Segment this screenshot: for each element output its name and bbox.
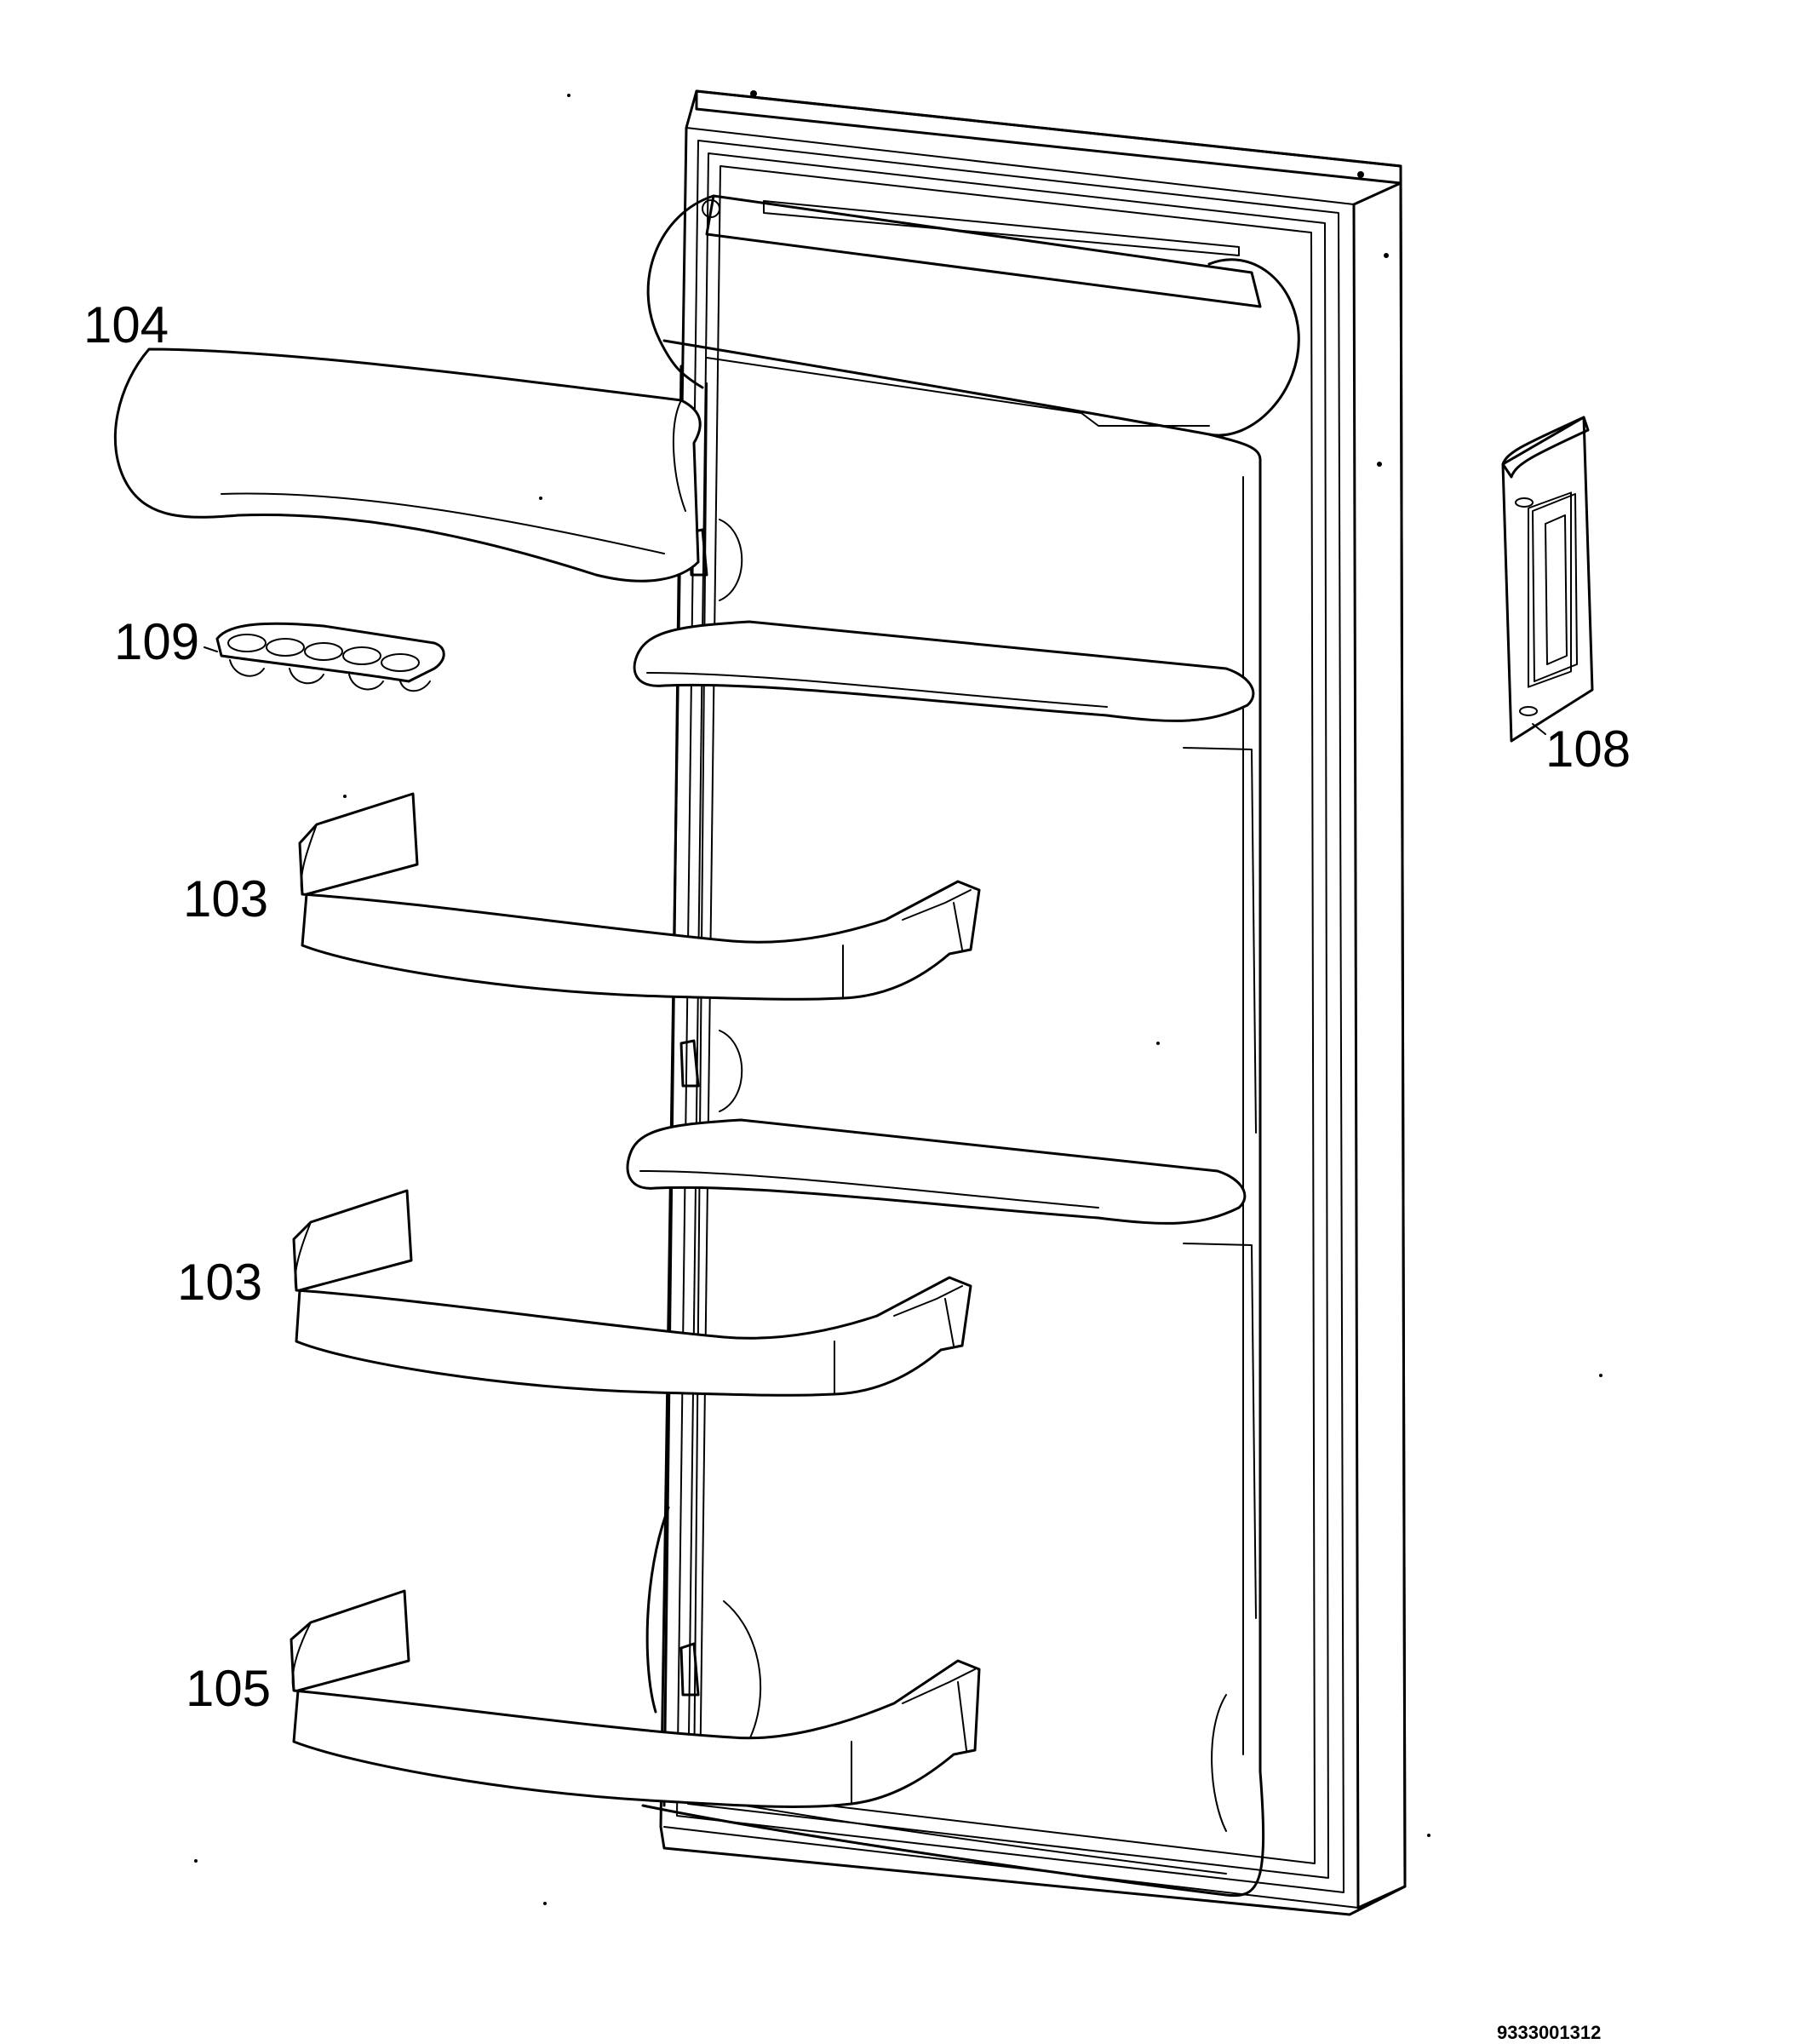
leader-108 (1532, 723, 1546, 735)
label-103-lower: 103 (177, 1254, 262, 1311)
drawing-number: 9333001312 (1497, 2022, 1601, 2043)
shelf-clip (679, 1039, 700, 1088)
fixed-shelf-upper (633, 620, 1255, 722)
liner-divider-1 (1183, 747, 1257, 1134)
label-108: 108 (1545, 721, 1631, 778)
label-109: 109 (114, 613, 199, 670)
fixed-shelf-lower (626, 1118, 1247, 1225)
scan-specks (194, 94, 1602, 1905)
shelf-clip (679, 1642, 700, 1697)
label-104: 104 (83, 296, 169, 353)
hinge-bracket-108 (1501, 416, 1594, 743)
door-shelf-103-lower (292, 1189, 972, 1397)
liner-divider-2 (1183, 1243, 1257, 1619)
bottle-shelf-105 (290, 1589, 981, 1808)
label-105: 105 (186, 1660, 271, 1717)
dairy-lid-104 (113, 347, 702, 583)
door-liner (641, 194, 1300, 1898)
label-103-upper: 103 (183, 870, 268, 927)
door-shelf-103-upper (298, 792, 981, 1001)
door-frame (659, 89, 1407, 1916)
egg-tray-109 (215, 622, 445, 692)
leader-109 (204, 646, 218, 652)
